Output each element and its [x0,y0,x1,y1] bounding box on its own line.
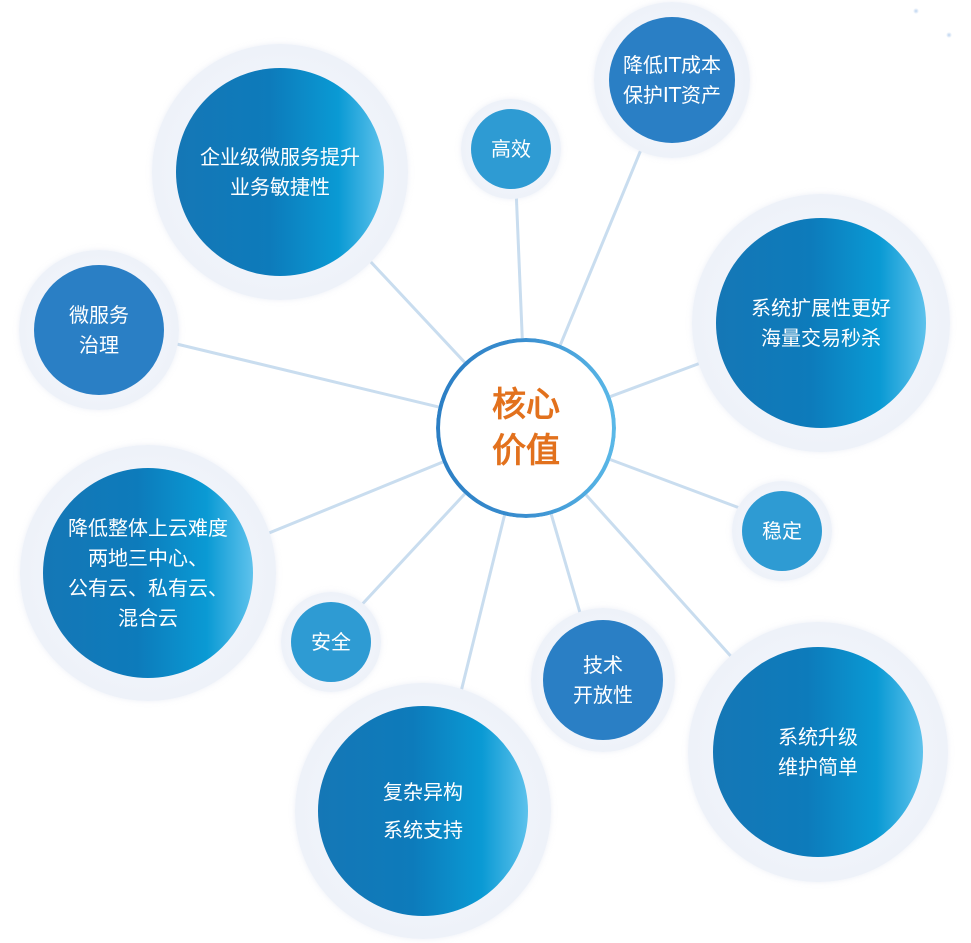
node-label: 混合云 [118,606,178,630]
node-cost: 降低IT成本 保护IT资产 [609,17,735,143]
node-openness: 技术 开放性 [543,620,663,740]
sparkle-decoration [946,32,952,38]
node-label: 技术 [583,653,623,677]
node-maintenance: 系统升级 维护简单 [713,647,923,857]
node-heterogeneous: 复杂异构 系统支持 [318,706,528,916]
node-label: 开放性 [573,683,633,707]
center-label: 核心 [492,385,560,425]
node-label: 降低整体上云难度 [68,516,228,540]
node-label: 海量交易秒杀 [761,326,881,350]
node-label: 保护IT资产 [622,83,722,107]
node-label: 安全 [311,630,351,654]
node-label: 治理 [79,333,119,357]
node-label: 维护简单 [778,755,858,779]
node-efficient: 高效 [471,109,551,189]
node-security: 安全 [291,602,371,682]
node-governance: 微服务 治理 [34,265,164,395]
center-core-value: 核心 价值 [436,338,616,518]
node-label: 系统扩展性更好 [751,296,891,320]
node-label: 稳定 [762,519,802,543]
node-label: 降低IT成本 [622,53,722,77]
node-label: 企业级微服务提升 [200,145,360,169]
node-label: 高效 [491,137,531,161]
node-label: 系统支持 [383,818,463,842]
node-label: 业务敏捷性 [230,175,330,199]
node-label: 系统升级 [778,725,858,749]
node-label: 复杂异构 [383,780,463,804]
node-cloud: 降低整体上云难度 两地三中心、 公有云、私有云、 混合云 [43,468,253,678]
node-label: 公有云、私有云、 [68,576,228,600]
node-label: 两地三中心、 [88,546,208,570]
node-scalability: 系统扩展性更好 海量交易秒杀 [716,218,926,428]
sparkle-decoration [913,8,919,14]
node-stable: 稳定 [742,491,822,571]
node-label: 微服务 [69,303,129,327]
center-label: 价值 [492,431,560,471]
node-agility: 企业级微服务提升 业务敏捷性 [176,68,384,276]
